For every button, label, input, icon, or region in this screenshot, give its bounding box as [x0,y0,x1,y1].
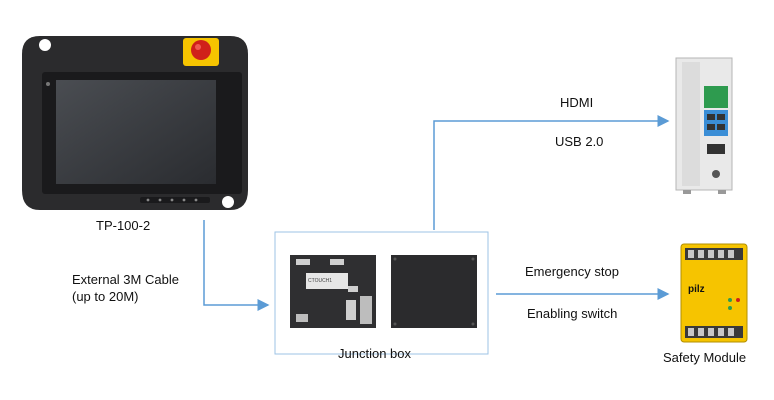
hdmi-label: HDMI [560,95,594,110]
usb-label: USB 2.0 [555,134,604,149]
emergency-stop-icon [191,40,211,60]
junction-device-front: CTOUCH1 [290,255,376,328]
teach-pendant [22,36,248,210]
mount-hole-icon [39,39,51,51]
connector-pendant-to-junction [203,220,270,311]
io-panel-blue [704,110,728,136]
safety-module: pilz [680,243,748,343]
safety-module-label: Safety Module [663,350,747,365]
enabling-switch-label: Enabling switch [527,306,618,321]
pilz-logo-text: pilz [688,284,705,295]
pendant-label: TP-100-2 [96,218,151,233]
junction-box-label: Junction box [338,346,411,361]
connector-junction-to-pc [433,115,670,230]
pendant-screen [56,80,216,184]
device-sticker-text: CTOUCH1 [308,278,332,284]
mount-hole-icon [222,196,234,208]
junction-device-back [391,255,477,328]
cable-label-line1: External 3M Cable [72,272,179,287]
emergency-stop-label: Emergency stop [525,264,619,279]
io-panel-green [704,86,728,108]
industrial-pc [675,57,733,194]
cable-label-line2: (up to 20M) [72,289,139,304]
